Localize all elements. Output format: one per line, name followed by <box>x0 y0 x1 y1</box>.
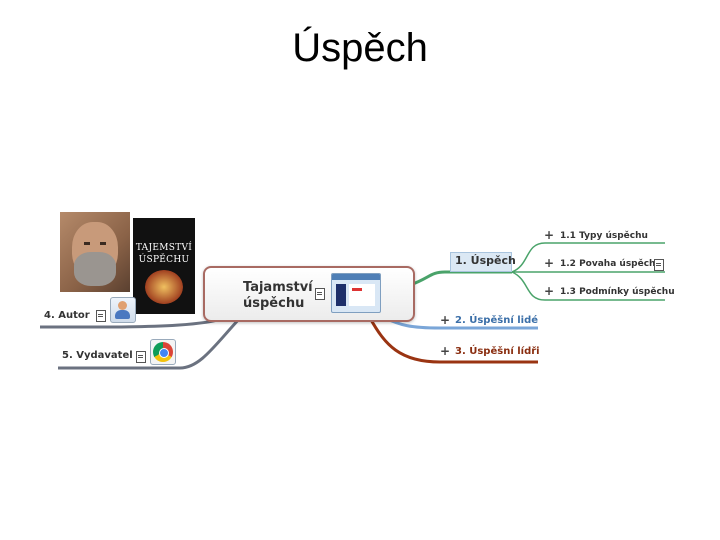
note-icon[interactable] <box>315 288 325 300</box>
branch-uspesni-lide[interactable]: 2. Úspěšní lidé <box>455 315 539 326</box>
branch-vydavatel[interactable]: 5. Vydavatel <box>62 350 133 361</box>
user-icon[interactable] <box>110 297 136 323</box>
branch-1-2[interactable]: 1.2 Povaha úspěchu <box>560 259 662 269</box>
connector-1-1 <box>511 242 665 273</box>
book-cover: TAJEMSTVÍ ÚSPĚCHU <box>133 218 195 314</box>
branch-uspech-highlight <box>450 252 512 272</box>
branch-1-1[interactable]: 1.1 Typy úspěchu <box>560 231 648 241</box>
expand-icon[interactable]: + <box>544 228 555 242</box>
note-icon[interactable] <box>96 310 106 322</box>
branch-uspech[interactable]: 1. Úspěch <box>455 254 516 267</box>
note-icon[interactable] <box>654 259 664 271</box>
branch-autor[interactable]: 4. Autor <box>44 310 90 321</box>
slide-title: Úspěch <box>292 26 428 70</box>
branch-1-3[interactable]: 1.3 Podmínky úspěchu <box>560 287 675 297</box>
book-cover-title: TAJEMSTVÍ ÚSPĚCHU <box>135 243 193 265</box>
branch-uspesni-lidri[interactable]: 3. Úspěšní lídři <box>455 346 540 357</box>
author-photo <box>60 212 130 292</box>
connector-1-3 <box>511 271 665 301</box>
expand-icon[interactable]: + <box>544 256 555 270</box>
chrome-browser-icon[interactable] <box>150 339 176 365</box>
expand-icon[interactable]: + <box>440 344 451 358</box>
connector-lidri <box>368 317 538 364</box>
note-icon[interactable] <box>136 351 146 363</box>
connector-vydavatel <box>58 316 242 370</box>
connector-uspech <box>409 270 512 287</box>
website-thumbnail[interactable] <box>331 273 381 313</box>
expand-icon[interactable]: + <box>440 313 451 327</box>
central-topic[interactable]: Tajamství úspěchu <box>203 266 415 322</box>
central-topic-label: Tajamství úspěchu <box>243 280 313 311</box>
expand-icon[interactable]: + <box>544 284 555 298</box>
